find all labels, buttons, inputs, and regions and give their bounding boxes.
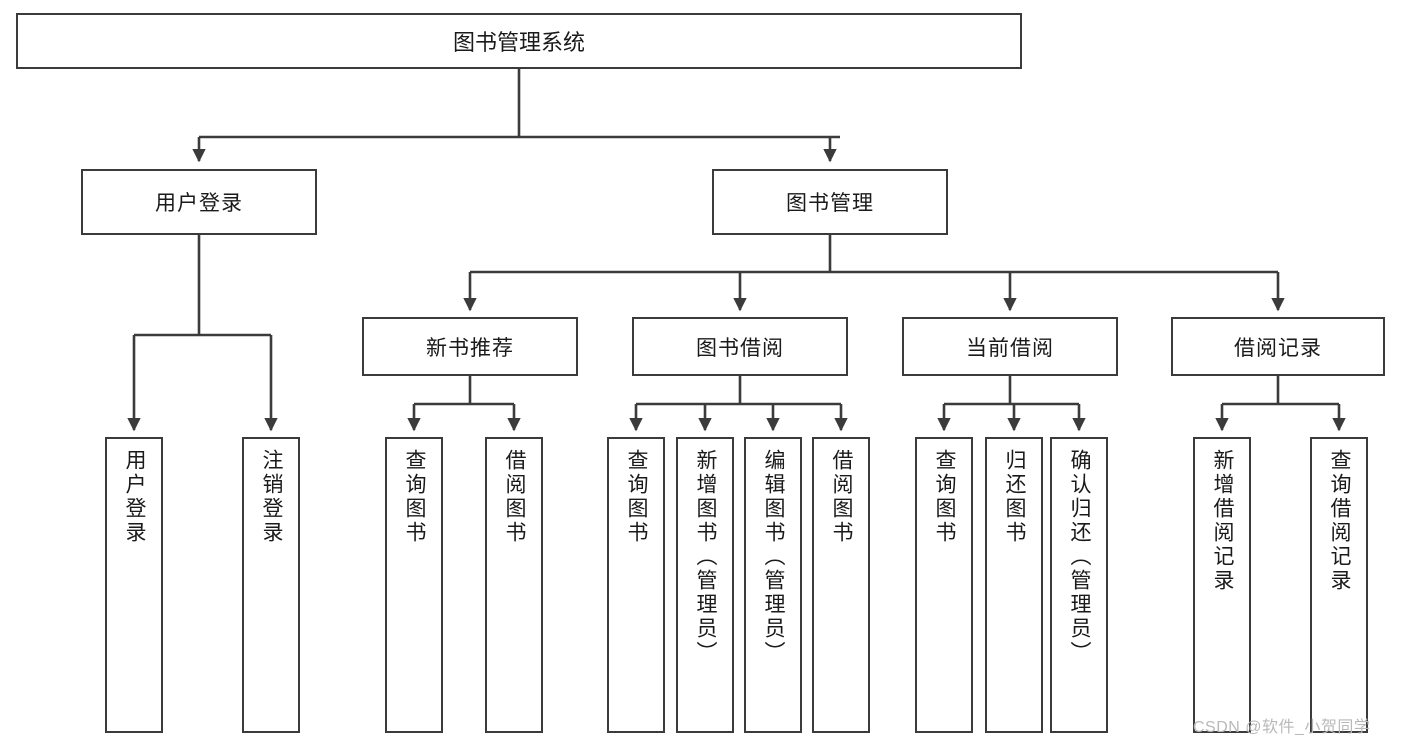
- node-label: 借阅记录: [1234, 336, 1322, 360]
- leaf-label: 借阅图书: [503, 449, 527, 545]
- leaf-current-borrow-query[interactable]: 查询图书: [915, 437, 973, 733]
- leaf-label: 确认归还（管理员）: [1068, 449, 1092, 665]
- node-label: 图书借阅: [696, 336, 784, 360]
- leaf-new-book-query[interactable]: 查询图书: [385, 437, 443, 733]
- leaf-user-login-logout[interactable]: 注销登录: [242, 437, 300, 733]
- leaf-new-book-borrow[interactable]: 借阅图书: [485, 437, 543, 733]
- node-user-login[interactable]: 用户登录: [81, 169, 317, 235]
- leaf-label: 查询图书: [625, 449, 649, 545]
- leaf-label: 编辑图书（管理员）: [762, 449, 786, 665]
- leaf-book-borrow-query[interactable]: 查询图书: [607, 437, 665, 733]
- leaf-current-borrow-return[interactable]: 归还图书: [985, 437, 1043, 733]
- leaf-label: 新增图书（管理员）: [694, 449, 718, 665]
- leaf-label: 查询图书: [403, 449, 427, 545]
- node-new-book-recommend[interactable]: 新书推荐: [362, 317, 578, 376]
- leaf-label: 查询图书: [933, 449, 957, 545]
- leaf-label: 新增借阅记录: [1211, 449, 1235, 593]
- node-label: 用户登录: [155, 192, 243, 215]
- leaf-label: 归还图书: [1003, 449, 1027, 545]
- node-root-book-management-system[interactable]: 图书管理系统: [16, 13, 1022, 69]
- leaf-label: 查询借阅记录: [1328, 449, 1352, 593]
- leaf-current-borrow-confirm[interactable]: 确认归还（管理员）: [1050, 437, 1108, 733]
- node-label: 图书管理: [786, 192, 874, 215]
- leaf-label: 注销登录: [260, 449, 284, 545]
- node-borrow-record[interactable]: 借阅记录: [1171, 317, 1385, 376]
- node-current-borrow[interactable]: 当前借阅: [902, 317, 1118, 376]
- watermark-text: CSDN @软件_小贺同学: [1193, 719, 1371, 736]
- leaf-borrow-record-query[interactable]: 查询借阅记录: [1310, 437, 1368, 733]
- leaf-book-borrow-borrow[interactable]: 借阅图书: [812, 437, 870, 733]
- leaf-borrow-record-add[interactable]: 新增借阅记录: [1193, 437, 1251, 733]
- leaf-book-borrow-edit[interactable]: 编辑图书（管理员）: [744, 437, 802, 733]
- leaf-label: 用户登录: [123, 449, 147, 545]
- node-book-management[interactable]: 图书管理: [712, 169, 948, 235]
- node-label: 新书推荐: [426, 336, 514, 360]
- node-book-borrow[interactable]: 图书借阅: [632, 317, 848, 376]
- node-label: 图书管理系统: [452, 30, 585, 55]
- leaf-book-borrow-add[interactable]: 新增图书（管理员）: [676, 437, 734, 733]
- node-label: 当前借阅: [966, 336, 1054, 360]
- leaf-label: 借阅图书: [830, 449, 854, 545]
- leaf-user-login-login[interactable]: 用户登录: [105, 437, 163, 733]
